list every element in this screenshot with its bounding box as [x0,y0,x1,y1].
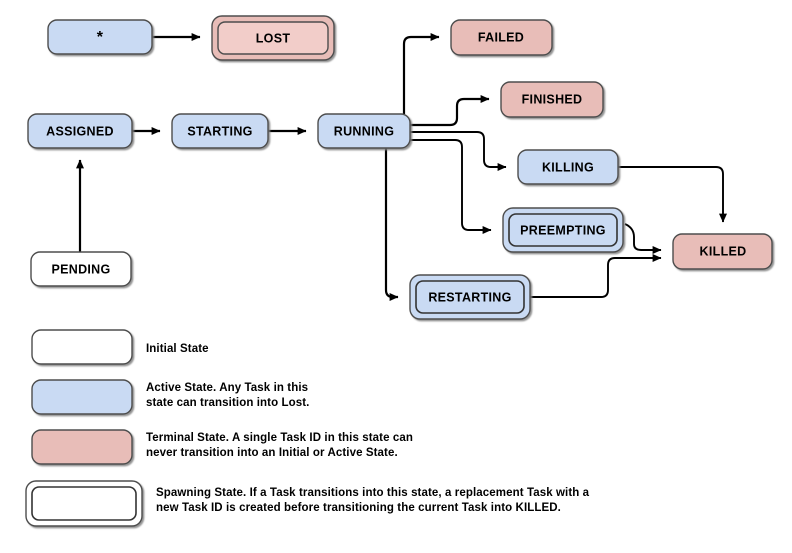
node-finished-label: FINISHED [522,92,583,106]
legend-item-spawning: Spawning State. If a Task transitions in… [25,480,590,527]
legend-swatch-active [31,379,133,415]
legend-item-active: Active State. Any Task in this state can… [31,379,309,415]
node-failed-label: FAILED [478,30,524,44]
node-killing-shape [517,149,619,185]
edge-running-to-finished [410,95,490,127]
legend-swatch-terminal [31,429,133,465]
edge-killing-to-killed [618,166,727,223]
node-preempting[interactable]: PREEMPTING [502,207,624,253]
node-any[interactable]: * [47,19,153,55]
legend-swatch-initial [31,329,133,365]
node-finished-shape [500,81,604,118]
legend-label-spawning-line-0: Spawning State. If a Task transitions in… [156,487,590,499]
node-running[interactable]: RUNNING [317,113,411,149]
node-starting-shape [171,113,269,149]
legend-swatch-spawning-inner [31,486,137,521]
edge-running-to-restarting [384,148,399,301]
node-starting[interactable]: STARTING [171,113,269,149]
node-restarting-inner-shape [415,280,525,314]
node-running-shape [317,113,411,149]
node-any-shape [47,19,153,55]
node-killed-shape [672,233,773,270]
legend-label-terminal-line-0: Terminal State. A single Task ID in this… [146,432,413,444]
node-restarting[interactable]: RESTARTING [409,274,531,320]
legend-label-active-line-0: Active State. Any Task in this [146,382,308,394]
legend-label-initial-line-0: Initial State [146,343,209,355]
node-any-label: * [97,29,104,46]
node-pending-label: PENDING [51,262,110,276]
node-assigned[interactable]: ASSIGNED [27,113,133,149]
legend-item-initial: Initial State [31,329,209,365]
node-lost[interactable]: LOST [211,15,335,61]
node-preempting-label: PREEMPTING [520,223,606,237]
node-lost-label: LOST [256,31,291,45]
edge-running-to-failed [402,33,440,114]
node-killing-label: KILLING [542,160,594,174]
node-killing[interactable]: KILLING [517,149,619,185]
legend-label-spawning-line-1: new Task ID is created before transition… [156,502,561,514]
legend-label-active-line-1: state can transition into Lost. [146,397,309,409]
legend-item-terminal: Terminal State. A single Task ID in this… [31,429,413,465]
node-running-label: RUNNING [334,124,394,138]
edge-running-to-preempting [410,139,492,234]
legend-label-terminal-line-1: never transition into an Initial or Acti… [146,447,398,459]
legend: Initial State Active State. Any Task in … [25,329,590,527]
node-assigned-shape [27,113,133,149]
node-killed[interactable]: KILLED [672,233,773,270]
node-finished[interactable]: FINISHED [500,81,604,118]
edge-restarting-to-killed [530,254,662,298]
node-failed-shape [450,19,553,56]
node-lost-inner-shape [217,21,329,55]
node-restarting-label: RESTARTING [428,290,511,304]
node-starting-label: STARTING [187,124,252,138]
node-pending-shape [30,251,132,287]
edge-running-to-killing [410,131,507,171]
node-pending[interactable]: PENDING [30,251,132,287]
node-assigned-label: ASSIGNED [46,124,114,138]
node-killed-label: KILLED [700,244,747,258]
edge-layer [76,33,727,301]
edge-preempting-to-killed [624,223,662,254]
node-layer: * LOST ASSIGNED STARTING RUNNING [27,15,773,320]
node-preempting-inner-shape [508,213,618,247]
node-failed[interactable]: FAILED [450,19,553,56]
